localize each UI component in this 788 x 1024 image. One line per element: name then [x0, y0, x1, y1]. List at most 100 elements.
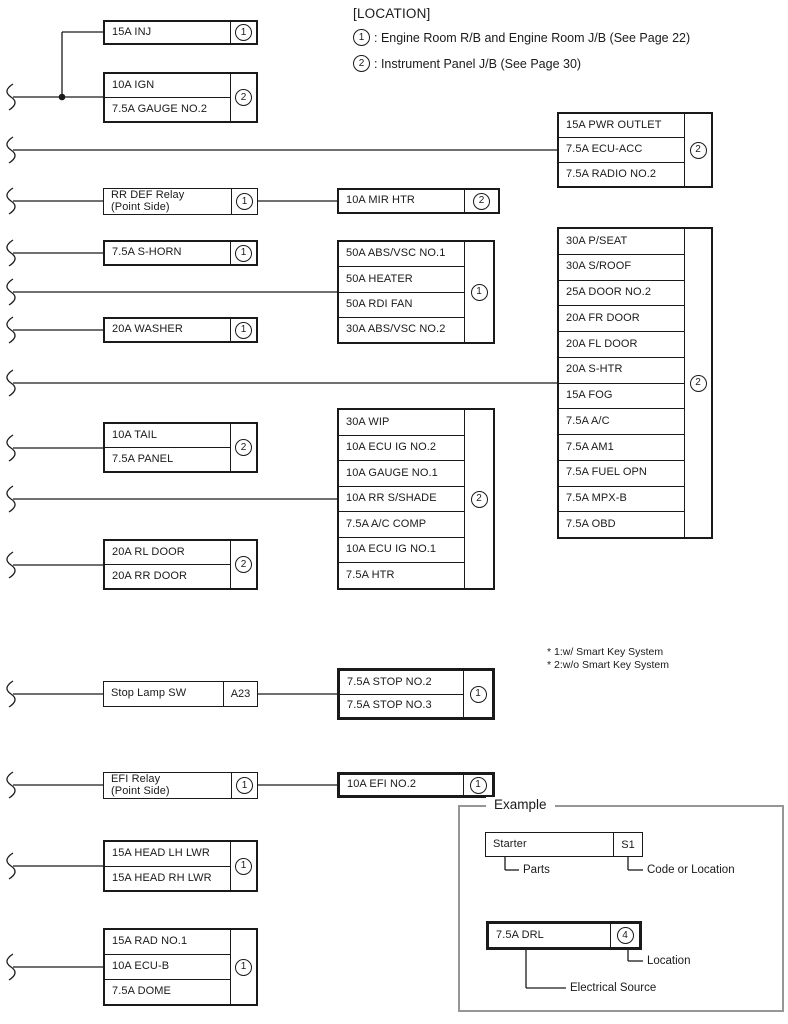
location-badge: 1 — [469, 685, 487, 703]
location-badge: 1 — [236, 777, 253, 794]
fuse-row: 7.5A MPX-B — [559, 487, 684, 513]
location-2-badge: 2 — [353, 55, 370, 72]
fuse-row: 15A HEAD LH LWR — [105, 842, 230, 867]
fuse-row: 20A FR DOOR — [559, 306, 684, 332]
example-source-box: 7.5A DRL 4 — [486, 921, 642, 950]
fuse-rows: 7.5A S-HORN — [105, 242, 230, 264]
fuse-row: 30A WIP — [339, 410, 464, 436]
fuse-row: 7.5A STOP NO.2 — [340, 671, 463, 695]
fuse-rows: 10A TAIL 7.5A PANEL — [105, 424, 230, 471]
wire-break-squiggle — [6, 434, 16, 462]
location-badge: 1 — [470, 283, 488, 301]
example-location-caption: Location — [647, 955, 691, 967]
fuse-row: 15A PWR OUTLET — [559, 114, 684, 139]
fuse-row: 30A S/ROOF — [559, 255, 684, 281]
block-tail-panel: 10A TAIL 7.5A PANEL 2 — [103, 422, 258, 473]
legend-item-2-text: : Instrument Panel J/B (See Page 30) — [374, 56, 582, 71]
fuse-rows: EFI Relay (Point Side) — [104, 773, 231, 798]
fuse-rows: 20A WASHER — [105, 319, 230, 341]
legend-item-1: 1 : Engine Room R/B and Engine Room J/B … — [353, 29, 690, 46]
legend-item-2: 2 : Instrument Panel J/B (See Page 30) — [353, 55, 690, 72]
fuse-row: 7.5A RADIO NO.2 — [566, 167, 657, 180]
block-s-horn: 7.5A S-HORN 1 — [103, 240, 258, 266]
example-parts-caption: Parts — [523, 864, 550, 876]
fuse-row: 7.5A PANEL — [112, 452, 174, 465]
fuse-row: 7.5A GAUGE NO.2 — [112, 102, 208, 115]
fuse-row: 10A ECU-B — [105, 955, 230, 980]
location-badge: 2 — [470, 490, 488, 508]
location-badge: 2 — [235, 89, 252, 106]
fuse-row: 50A HEATER — [339, 267, 464, 293]
location-badge: 1 — [235, 857, 252, 875]
wire-junction-dot — [58, 93, 66, 101]
block-washer: 20A WASHER 1 — [103, 317, 258, 343]
location-badge: 2 — [689, 374, 707, 392]
wire-break-squiggle — [6, 239, 16, 267]
example-code-cell: S1 — [613, 833, 642, 856]
block-ign-gauge: 10A IGN 7.5A GAUGE NO.2 2 — [103, 72, 258, 123]
fuse-rows: 15A HEAD LH LWR 15A HEAD RH LWR — [105, 842, 230, 890]
fuse-rows: RR DEF Relay (Point Side) — [104, 189, 231, 214]
example-source-caption: Electrical Source — [570, 982, 657, 994]
location-badge: 1 — [235, 24, 252, 41]
fuse-row: EFI Relay (Point Side) — [111, 773, 170, 797]
fuse-row: 10A IGN — [105, 74, 230, 98]
wire-break-squiggle — [6, 369, 16, 397]
location-badge: 1 — [236, 193, 253, 210]
example-panel — [458, 805, 784, 1012]
fuse-row: 20A WASHER — [112, 323, 183, 336]
fuse-row: 20A RL DOOR — [105, 541, 230, 565]
fuse-row: 7.5A DOME — [112, 985, 171, 998]
fuse-row: 7.5A S-HORN — [112, 246, 182, 259]
fuse-rows: 10A EFI NO.2 — [340, 775, 463, 795]
legend-item-1-text: : Engine Room R/B and Engine Room J/B (S… — [374, 30, 691, 45]
location-cell: 1 — [231, 189, 257, 214]
fuse-row: 20A S-HTR — [559, 358, 684, 384]
location-cell: 2 — [464, 410, 493, 588]
fuse-row: 7.5A ECU-ACC — [559, 138, 684, 163]
location-cell: 1 — [230, 22, 256, 43]
block-inj: 15A INJ 1 — [103, 20, 258, 45]
wire-break-squiggle — [6, 485, 16, 513]
location-cell: 2 — [230, 74, 256, 121]
fuse-row: 15A INJ — [112, 25, 152, 38]
fuse-row: 30A P/SEAT — [559, 229, 684, 255]
fuse-row: 15A HEAD RH LWR — [112, 871, 212, 884]
location-cell: 1 — [230, 319, 256, 341]
location-cell: 1 — [230, 930, 256, 1004]
wire-break-squiggle — [6, 953, 16, 981]
example-location-cell: 4 — [610, 924, 639, 947]
fuse-row: 50A ABS/VSC NO.1 — [339, 242, 464, 268]
fuse-rows: Stop Lamp SW — [104, 682, 223, 706]
location-cell: 2 — [684, 114, 711, 186]
fuse-row: 10A TAIL — [105, 424, 230, 448]
location-cell: 2 — [684, 229, 711, 537]
wire-break-squiggle — [6, 136, 16, 164]
location-cell: 1 — [464, 242, 493, 342]
wire-break-squiggle — [6, 680, 16, 708]
fuse-row: 20A FL DOOR — [559, 332, 684, 358]
fuse-row: 7.5A A/C — [559, 409, 684, 435]
example-parts-box: Starter S1 — [485, 832, 643, 857]
location-cell: 2 — [230, 424, 256, 471]
wire-break-squiggle — [6, 83, 16, 111]
fuse-row: 7.5A OBD — [566, 517, 616, 530]
location-badge: 1 — [235, 244, 252, 262]
example-code-label: S1 — [621, 838, 635, 851]
fuse-row: 15A RAD NO.1 — [105, 930, 230, 955]
location-badge: 2 — [235, 556, 252, 573]
smart-key-notes: * 1:w/ Smart Key System * 2:w/o Smart Ke… — [547, 646, 669, 672]
fuse-row: 10A RR S/SHADE — [339, 487, 464, 513]
wire-break-squiggle — [6, 187, 16, 215]
